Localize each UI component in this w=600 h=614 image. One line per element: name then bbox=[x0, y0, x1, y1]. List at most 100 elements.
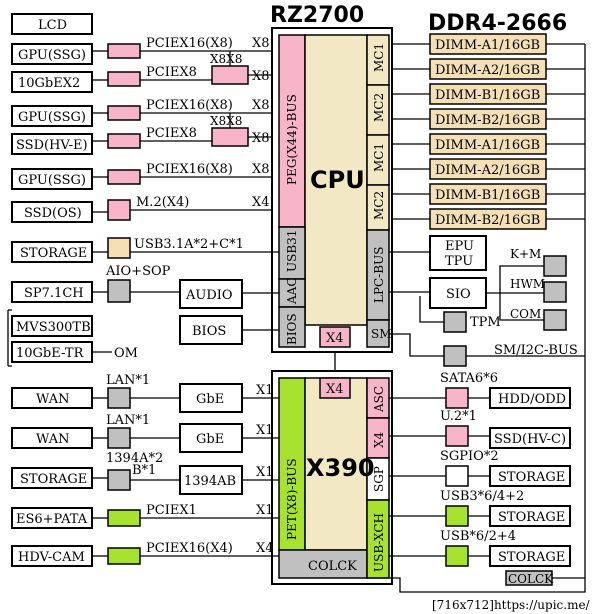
device-gpu-ssg-1: GPU(SSG) bbox=[18, 48, 86, 63]
b1-label: B*1 bbox=[132, 463, 156, 478]
chipset-label: X390 bbox=[306, 454, 375, 482]
dimm-3: DIMM-B1/16GB bbox=[435, 88, 540, 103]
chipset-x4-label: X4 bbox=[326, 382, 344, 397]
audio-chip bbox=[179, 279, 243, 309]
device-hdd-odd: HDD/ODD bbox=[498, 392, 566, 407]
lane-label-5: X8 bbox=[252, 162, 270, 177]
bios-label: BIOS bbox=[192, 324, 226, 339]
device-storage-4: STORAGE bbox=[498, 510, 565, 525]
cpu-label: CPU bbox=[310, 166, 365, 194]
device-mvs300tb: MVS300TB bbox=[16, 320, 91, 335]
cpu-model-title: RZ2700 bbox=[270, 3, 364, 28]
right-bottom-devices: SATA6*6 U.2*1 SGPIO*2 USB3*6/4+2 USB*6/2… bbox=[389, 371, 571, 567]
gbe-label-2: GbE bbox=[196, 432, 224, 447]
pciex1-connector bbox=[107, 509, 141, 527]
bus-label-3: PCIEX16(X8) bbox=[146, 98, 233, 113]
sio-label: SIO bbox=[446, 287, 471, 302]
ieee1394-label: 1394A*2 bbox=[106, 451, 163, 466]
device-hdv-cam: HDV-CAM bbox=[18, 550, 85, 565]
lane-label-2: X8 bbox=[252, 69, 270, 84]
epu-label: EPU bbox=[445, 239, 474, 254]
ieee1394-connector bbox=[107, 469, 131, 491]
tpu-label: TPU bbox=[445, 254, 473, 269]
u2-label: U.2*1 bbox=[440, 409, 477, 424]
chip-lane-2: X1 bbox=[256, 423, 274, 438]
bus-label-m2: M.2(X4) bbox=[136, 195, 189, 210]
pciex16x4-label: PCIEX16(X4) bbox=[146, 541, 233, 556]
cpu-mc2-b: MC2 bbox=[372, 191, 386, 220]
dimm-8: DIMM-B2/16GB bbox=[435, 213, 540, 228]
cpu-x4-label: X4 bbox=[326, 331, 344, 346]
pciex1-label: PCIEX1 bbox=[146, 503, 197, 518]
cpu-mc2-a: MC2 bbox=[372, 93, 386, 122]
hwm-port bbox=[543, 281, 567, 303]
device-ssd-hv-e: SSD(HV-E) bbox=[16, 138, 88, 153]
dimm-2: DIMM-A2/16GB bbox=[435, 63, 540, 78]
device-10gbex2: 10GbEX2 bbox=[18, 76, 80, 91]
sio-chip bbox=[429, 277, 487, 309]
cpu-peg-bus: PEG(X44)-BUS bbox=[285, 94, 299, 185]
bus-label-aio: AIO+SOP bbox=[105, 264, 171, 279]
cpu-aac: AAC bbox=[285, 277, 299, 305]
cpu-mc1-b: MC1 bbox=[372, 143, 386, 172]
tpm-chip bbox=[443, 311, 467, 333]
ieee1394-chip-label: 1394AB bbox=[184, 474, 236, 489]
watermark: [716x712]https://upic.me/ bbox=[432, 598, 591, 612]
bus-label-4: PCIEX8 bbox=[146, 126, 197, 141]
km-label: K+M bbox=[510, 247, 541, 261]
smbus-label: SM/I2C-BUS bbox=[494, 343, 578, 358]
bus-label-usb31: USB3.1A*2+C*1 bbox=[134, 237, 244, 252]
gbe-chip-2 bbox=[179, 423, 243, 453]
lane-label-6: X4 bbox=[252, 195, 270, 210]
device-es6-pata: ES6+PATA bbox=[16, 512, 88, 527]
com-port bbox=[543, 309, 567, 331]
dimm-6: DIMM-A2/16GB bbox=[435, 163, 540, 178]
gbe-label-1: GbE bbox=[196, 392, 224, 407]
hwm-label: HWM bbox=[510, 277, 545, 291]
device-storage-5: STORAGE bbox=[498, 550, 565, 565]
epu-tpu-chip bbox=[429, 235, 487, 271]
device-wan-2: WAN bbox=[36, 432, 69, 447]
usb3-label: USB3*6/4+2 bbox=[440, 489, 524, 504]
chip-lane-1: X1 bbox=[256, 383, 274, 398]
chipset-sgp: SGP bbox=[372, 466, 386, 492]
chip-lane-4: X1 bbox=[256, 503, 274, 518]
device-storage-3: STORAGE bbox=[498, 470, 565, 485]
lane-label-4: X8 bbox=[252, 131, 270, 146]
pcie-lines bbox=[140, 50, 272, 178]
memory-title: DDR4-2666 bbox=[428, 11, 567, 36]
chipset-block: X390 X4 PET(X8)-BUS ASC X4 SGP USB-XCH C… bbox=[271, 370, 393, 585]
om-label: OM bbox=[114, 346, 138, 361]
chip-lane-3: X1 bbox=[256, 465, 274, 480]
chipset-asc: ASC bbox=[372, 386, 386, 413]
chipset-x4: X4 bbox=[372, 431, 386, 448]
device-ssd-hv-c: SSD(HV-C) bbox=[494, 432, 566, 447]
audio-label: AUDIO bbox=[185, 288, 233, 303]
lan1-label: LAN*1 bbox=[106, 373, 150, 388]
aio-connector bbox=[107, 279, 131, 303]
dimm-4: DIMM-B2/16GB bbox=[435, 113, 540, 128]
switch-label-2: X8X8 bbox=[210, 114, 242, 128]
km-port bbox=[543, 255, 567, 277]
device-wan-1: WAN bbox=[36, 392, 69, 407]
chipset-pet-bus: PET(X8)-BUS bbox=[285, 458, 299, 540]
device-lcd: LCD bbox=[38, 18, 67, 33]
sata-label: SATA6*6 bbox=[440, 371, 498, 386]
smbus-chip bbox=[443, 345, 467, 367]
cpu-lpc-bus: LPC-BUS bbox=[372, 247, 386, 303]
pcie-connectors bbox=[92, 43, 141, 185]
device-storage-2: STORAGE bbox=[20, 472, 87, 487]
dimm-5: DIMM-A1/16GB bbox=[435, 138, 540, 153]
cpu-mc1-a: MC1 bbox=[372, 43, 386, 72]
cpu-bios: BIOS bbox=[285, 313, 299, 345]
bus-label-5: PCIEX16(X8) bbox=[146, 162, 233, 177]
cpu-block: CPU X4 PEG(X44)-BUS USB31 AAC BIOS MC1 M… bbox=[271, 27, 393, 353]
bus-label-2: PCIEX8 bbox=[146, 65, 197, 80]
device-gpu-ssg-3: GPU(SSG) bbox=[18, 173, 86, 188]
m2-connector bbox=[107, 199, 131, 221]
chipset-colck: COLCK bbox=[308, 559, 357, 574]
pciex16x4-connector bbox=[107, 547, 141, 565]
colck-label: COLCK bbox=[508, 572, 554, 586]
sgpio-label: SGPIO*2 bbox=[440, 449, 499, 464]
lan2-connector bbox=[107, 427, 131, 449]
